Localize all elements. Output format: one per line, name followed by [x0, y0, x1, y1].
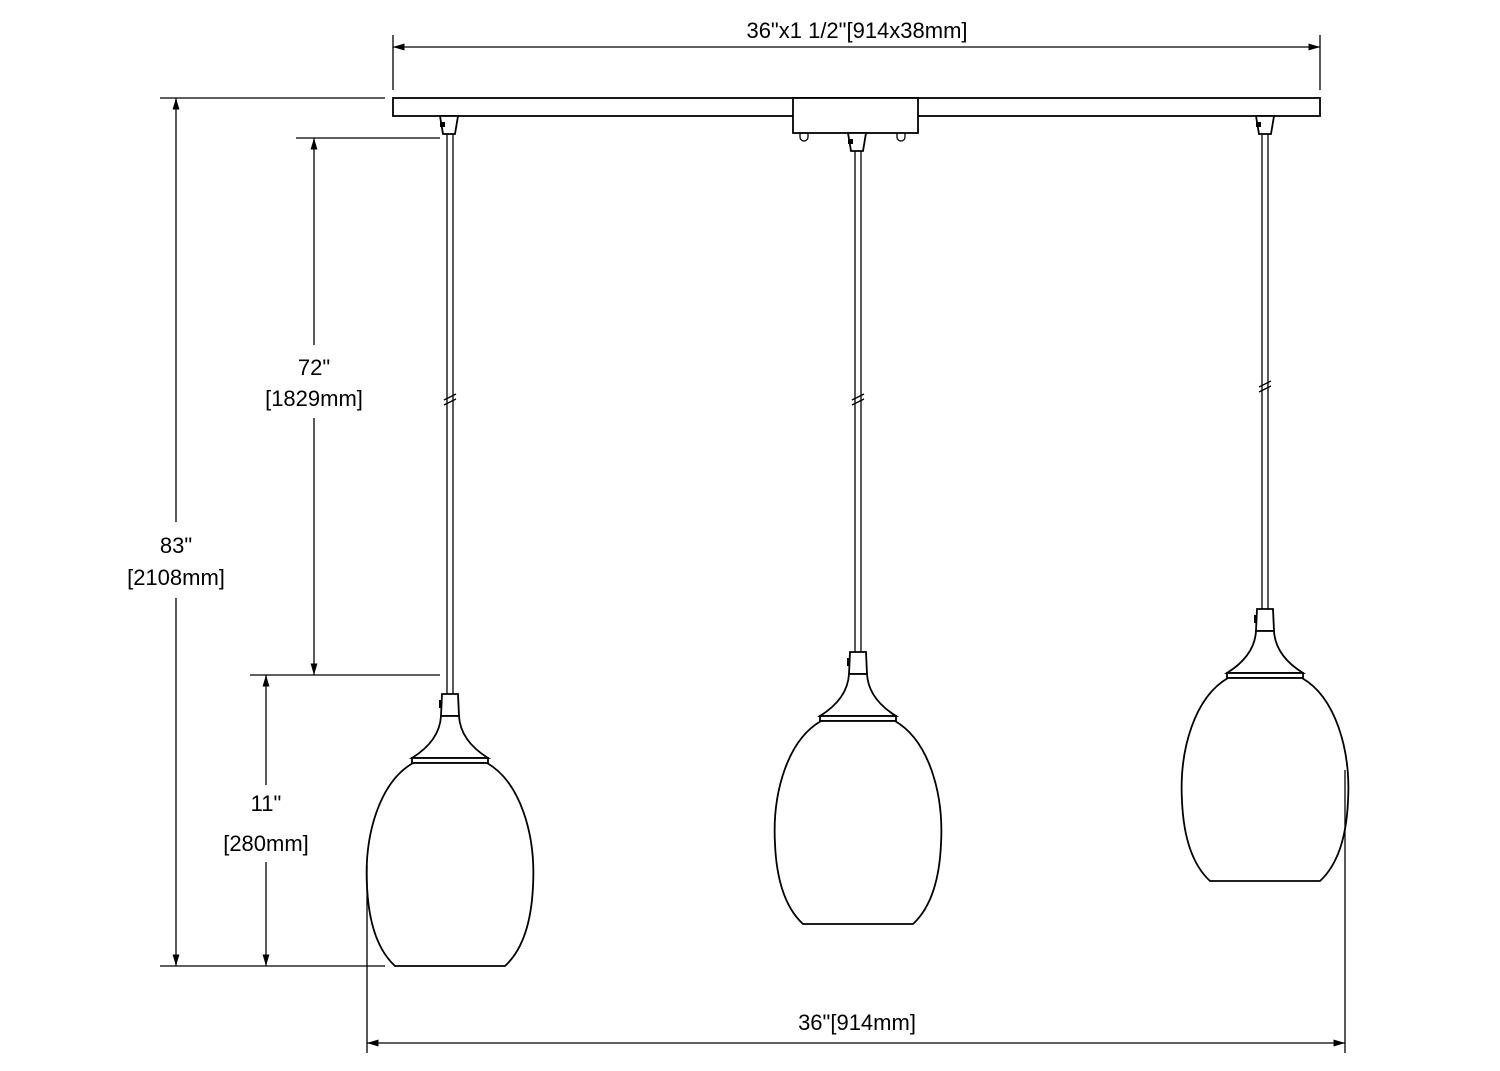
pendant-right: [1180, 608, 1350, 882]
dimension-canopy: 36"x1 1/2"[914x38mm]: [392, 18, 1321, 90]
dimension-overall-height: 83" [2108mm]: [127, 97, 385, 967]
pendant-left: [365, 693, 535, 967]
dimension-overall-width: 36"[914mm]: [366, 770, 1346, 1053]
canopy-dimension-label: 36"x1 1/2"[914x38mm]: [746, 18, 967, 43]
cord-length-mm: [1829mm]: [265, 386, 363, 411]
dimension-cord-length: 72" [1829mm]: [250, 137, 440, 676]
shade-height-mm: [280mm]: [223, 831, 309, 856]
cord-length-in: 72": [298, 355, 330, 380]
canopy: [392, 97, 1321, 152]
shade-height-in: 11": [251, 791, 282, 816]
overall-height-in: 83": [160, 533, 192, 558]
dimension-shade-height: 11" [280mm]: [223, 675, 309, 966]
overall-height-mm: [2108mm]: [127, 565, 225, 590]
pendant-center: [773, 651, 943, 925]
overall-width-label: 36"[914mm]: [798, 1010, 916, 1035]
pendant-cords: [443, 134, 1272, 694]
